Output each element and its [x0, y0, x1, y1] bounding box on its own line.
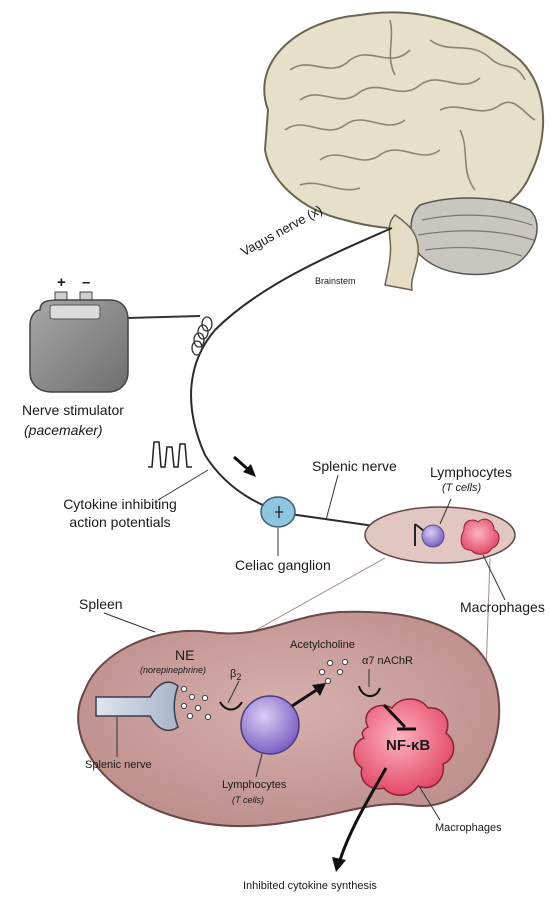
- direction-arrow: [234, 457, 256, 477]
- splenic-nerve-top-leader: [326, 475, 338, 520]
- nerve-stimulator-label: Nerve stimulator: [22, 402, 124, 418]
- beta2-subscript: 2: [236, 672, 241, 682]
- acetylcholine-label: Acetylcholine: [290, 639, 355, 652]
- tcells-top-label: (T cells): [442, 482, 481, 495]
- nfkb-label: NF-κB: [386, 738, 430, 754]
- beta2-label: β2: [230, 668, 241, 683]
- norepinephrine-label: (norepinephrine): [140, 665, 206, 676]
- action-potential-waveform: [148, 442, 192, 467]
- cytokine-label-2: action potentials: [45, 514, 195, 530]
- tcells-bottom-label: (T cells): [232, 795, 264, 806]
- macrophages-top-leader: [483, 555, 505, 600]
- inhibited-cytokine-label: Inhibited cytokine synthesis: [243, 880, 377, 893]
- macrophages-bottom-label: Macrophages: [435, 822, 502, 835]
- inset-lymphocyte: [422, 525, 444, 547]
- brain: [264, 12, 543, 290]
- a7-nachr-label: α7 nAChR: [362, 655, 413, 668]
- spleen-inset: [365, 507, 515, 563]
- lymphocytes-top-label: Lymphocytes: [430, 464, 512, 480]
- macrophages-top-label: Macrophages: [460, 599, 545, 615]
- pacemaker-label: (pacemaker): [24, 422, 103, 438]
- minus-sign: –: [82, 275, 90, 291]
- splenic-nerve-bottom-label: Splenic nerve: [85, 759, 152, 772]
- plus-sign: +: [57, 275, 66, 291]
- lymphocytes-bottom-label: Lymphocytes: [222, 779, 286, 792]
- ne-label: NE: [175, 647, 194, 663]
- stimulator-lead: [125, 316, 200, 318]
- celiac-ganglion-label: Celiac ganglion: [235, 557, 331, 573]
- spleen-leader: [104, 613, 155, 632]
- splenic-nerve-top-label: Splenic nerve: [312, 458, 397, 474]
- cytokine-label-1: Cytokine inhibiting: [45, 496, 195, 512]
- lymphocyte: [241, 696, 299, 754]
- brainstem-label: Brainstem: [315, 276, 356, 287]
- celiac-ganglion: [261, 497, 295, 527]
- spleen-label: Spleen: [79, 596, 123, 612]
- nerve-stimulator: [30, 292, 128, 392]
